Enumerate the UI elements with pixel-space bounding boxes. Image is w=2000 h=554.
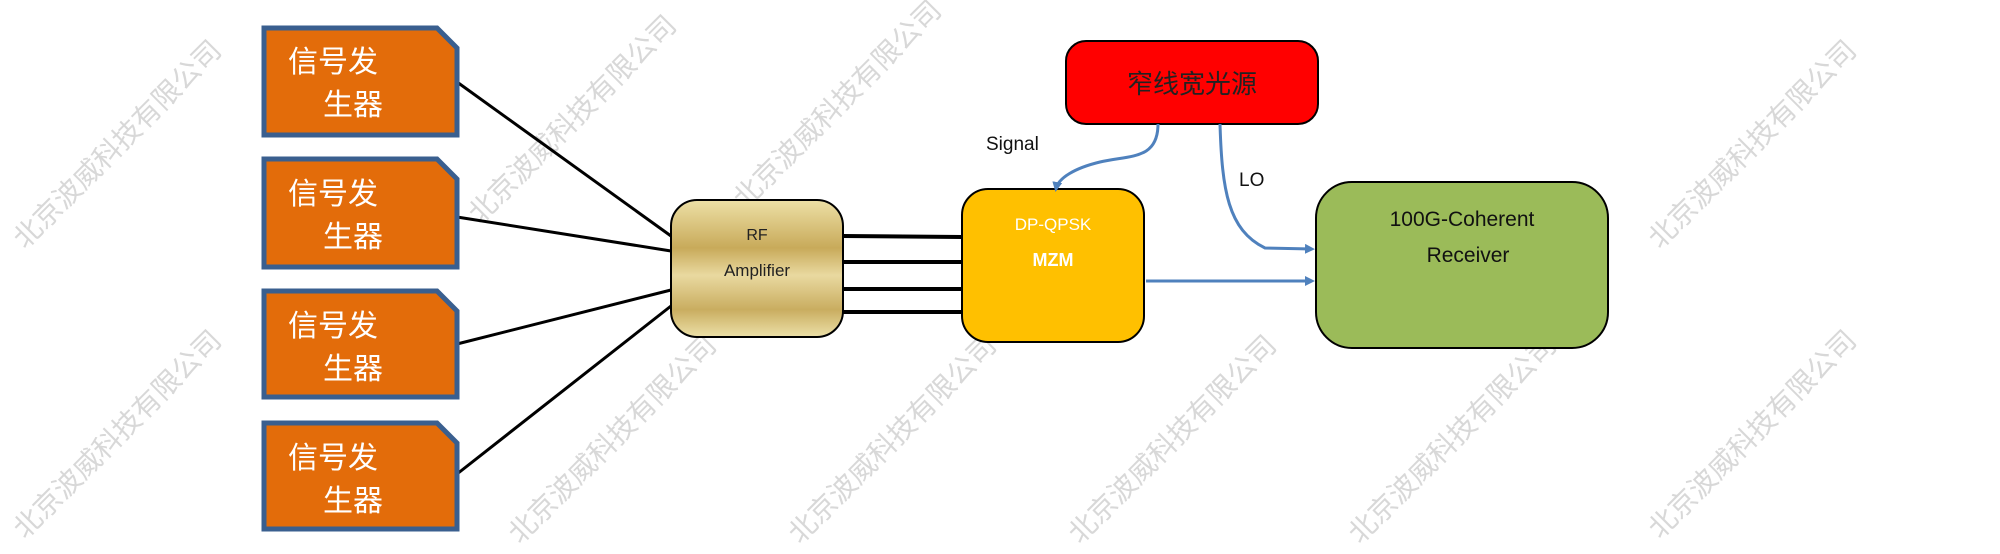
amp-mzm-connectors <box>842 234 963 314</box>
generator-label-line2: 生器 <box>323 352 383 387</box>
signal-generator-2: 信号发 生器 <box>261 156 460 270</box>
generator-label-line1: 信号发 <box>288 309 378 344</box>
watermark: 北京波威科技有限公司 <box>1062 329 1283 550</box>
signal-generator-4: 信号发 生器 <box>261 420 460 532</box>
connector-line <box>456 80 672 238</box>
generator-label-line2: 生器 <box>323 220 383 255</box>
watermark: 北京波威科技有限公司 <box>7 34 228 255</box>
signal-generator-1: 信号发 生器 <box>261 25 460 138</box>
optical-arrows <box>1052 123 1315 286</box>
signal-generator-3: 信号发 生器 <box>261 288 460 400</box>
watermark: 北京波威科技有限公司 <box>782 329 1003 550</box>
receiver-line1: 100G-Coherent <box>1390 208 1535 231</box>
mzm-line1: DP-QPSK <box>1015 215 1092 234</box>
signal-generators: 信号发 生器 信号发 生器 信号发 生器 信号发 生器 <box>261 25 460 532</box>
lo-arrow <box>1218 123 1315 254</box>
mzm-line2: MZM <box>1033 250 1074 270</box>
connector-line <box>456 304 672 476</box>
watermark: 北京波威科技有限公司 <box>1342 329 1563 550</box>
watermark: 北京波威科技有限公司 <box>7 324 228 545</box>
narrow-linewidth-light-source: 窄线宽光源 <box>1065 40 1319 125</box>
watermark: 北京波威科技有限公司 <box>502 329 723 550</box>
connector-line <box>842 234 963 239</box>
signal-arrow <box>1052 123 1160 192</box>
connector-line <box>456 215 672 253</box>
rf-amplifier-line2: Amplifier <box>724 261 790 280</box>
coherent-receiver: 100G-Coherent Receiver <box>1315 181 1609 349</box>
generator-label-line1: 信号发 <box>288 441 378 476</box>
watermark: 北京波威科技有限公司 <box>727 0 948 215</box>
generator-connectors <box>456 80 672 476</box>
watermark: 北京波威科技有限公司 <box>1642 324 1863 545</box>
watermark: 北京波威科技有限公司 <box>1642 34 1863 255</box>
signal-label: Signal <box>986 134 1039 155</box>
rf-amplifier: RF Amplifier <box>670 199 844 338</box>
connector-line <box>456 288 672 346</box>
rf-amplifier-line1: RF <box>746 227 768 244</box>
dp-qpsk-mzm: DP-QPSK MZM <box>961 188 1145 343</box>
generator-label-line2: 生器 <box>323 88 383 123</box>
generator-label-line2: 生器 <box>323 484 383 519</box>
watermark: 北京波威科技有限公司 <box>462 9 683 230</box>
lo-label: LO <box>1239 170 1264 191</box>
generator-label-line1: 信号发 <box>288 177 378 212</box>
light-source-label: 窄线宽光源 <box>1127 70 1257 100</box>
generator-label-line1: 信号发 <box>288 45 378 80</box>
receiver-line2: Receiver <box>1427 244 1510 267</box>
